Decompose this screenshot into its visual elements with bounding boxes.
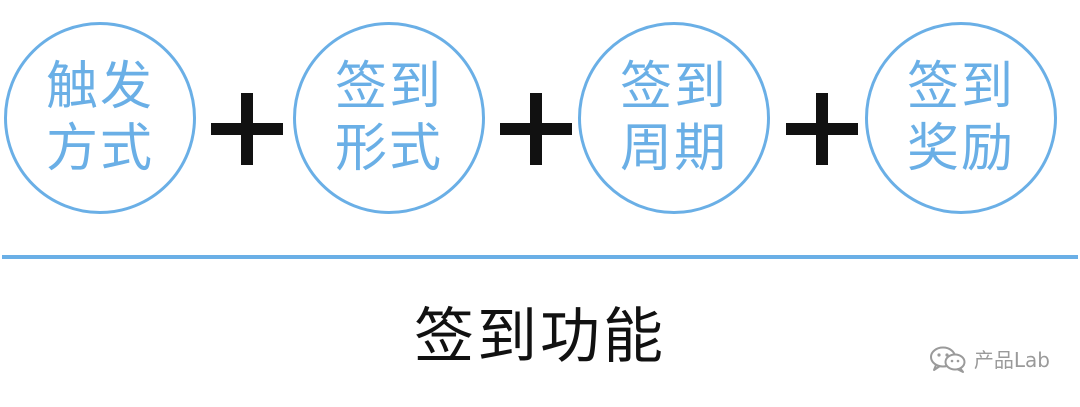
component-label-line2: 形式 bbox=[334, 119, 443, 179]
component-trigger-method: 触发 方式 bbox=[4, 22, 196, 214]
component-label-line1: 触发 bbox=[45, 57, 154, 117]
component-label-line1: 签到 bbox=[906, 57, 1015, 117]
component-label-line2: 奖励 bbox=[906, 119, 1015, 179]
component-label-line1: 签到 bbox=[334, 57, 443, 117]
component-label-line2: 方式 bbox=[45, 119, 154, 179]
plus-icon bbox=[786, 93, 858, 165]
component-label-line2: 周期 bbox=[619, 119, 728, 179]
watermark: 产品Lab bbox=[928, 344, 1050, 373]
component-checkin-cycle: 签到 周期 bbox=[578, 22, 770, 214]
plus-icon bbox=[500, 93, 572, 165]
component-label-line1: 签到 bbox=[619, 57, 728, 117]
component-checkin-reward: 签到 奖励 bbox=[865, 22, 1057, 214]
result-caption: 签到功能 bbox=[414, 302, 666, 372]
watermark-text: 产品Lab bbox=[973, 348, 1050, 372]
component-checkin-form: 签到 形式 bbox=[293, 22, 485, 214]
plus-icon bbox=[211, 93, 283, 165]
wechat-icon bbox=[929, 346, 966, 373]
divider-line bbox=[2, 255, 1078, 259]
